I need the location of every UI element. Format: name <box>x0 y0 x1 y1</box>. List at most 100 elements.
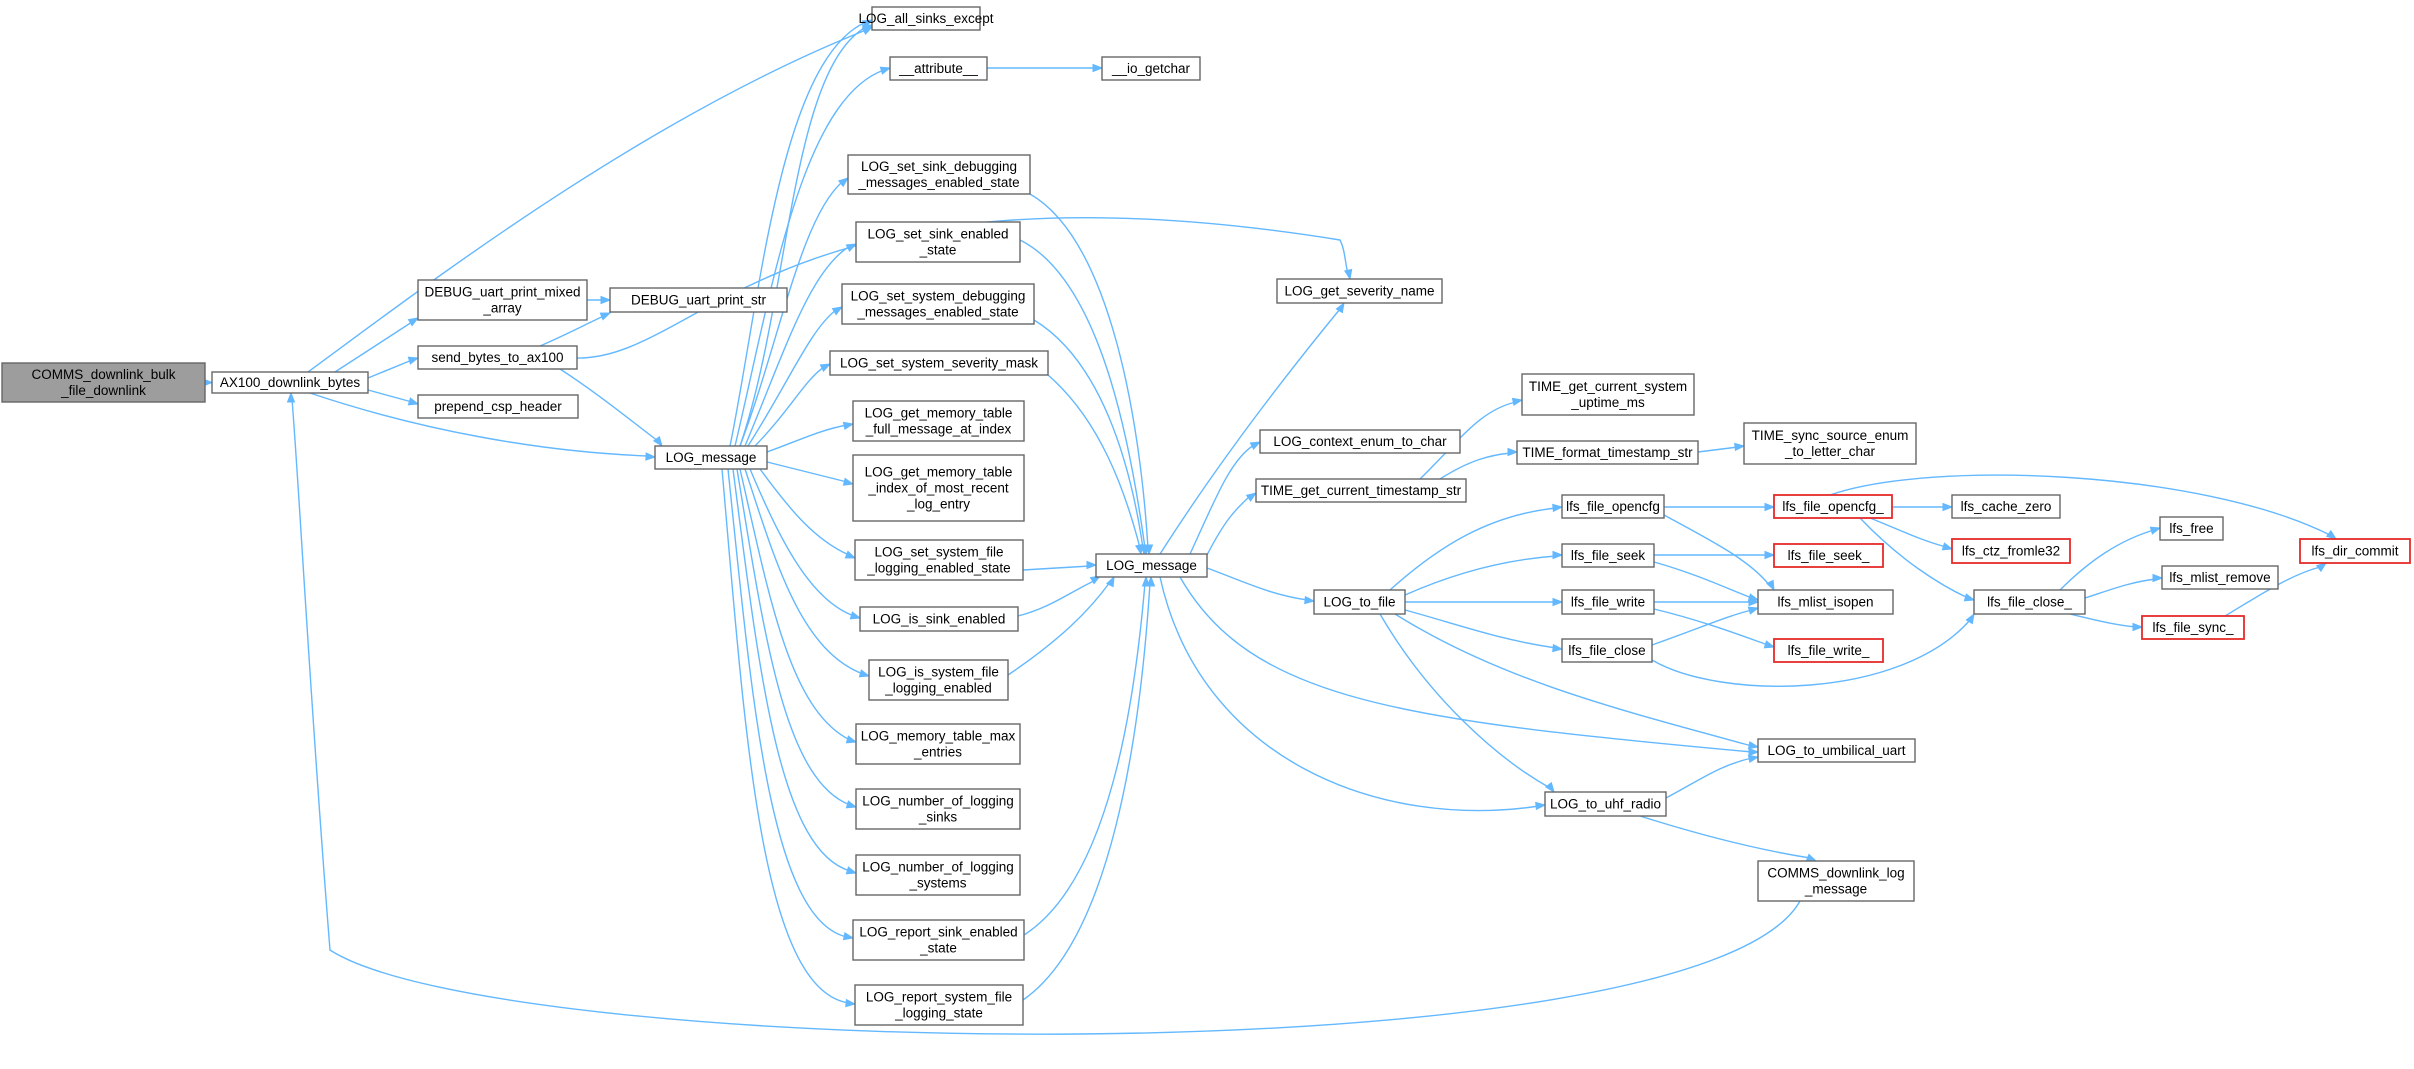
call-edge-to-comms-log-msg <box>1639 815 1818 862</box>
arrowhead <box>1747 606 1760 615</box>
arrowhead <box>599 312 612 321</box>
node-lfs-close-[interactable]: lfs_file_close_ <box>1973 589 2086 615</box>
call-edge-line <box>1179 576 1753 753</box>
node-label: _array <box>482 301 522 316</box>
arrowhead <box>1552 550 1564 560</box>
node-label: TIME_get_current_system <box>1529 379 1687 394</box>
node-box <box>855 788 1021 830</box>
call-edge-line <box>1022 565 1091 571</box>
node-io-getchar[interactable]: __io_getchar <box>1101 56 1201 81</box>
arrowhead <box>1146 575 1156 587</box>
node-lfs-seek[interactable]: lfs_file_seek <box>1561 543 1655 568</box>
node-box <box>2161 565 2279 590</box>
node-lfs-free[interactable]: lfs_free <box>2159 516 2224 541</box>
call-edge-line <box>721 468 850 1004</box>
node-report-sink[interactable]: LOG_report_sink_enabled_state <box>852 919 1025 961</box>
node-mem-max[interactable]: LOG_memory_table_max_entries <box>855 723 1021 765</box>
call-edge-to-time-sync <box>1697 442 1746 453</box>
node-lfs-close[interactable]: lfs_file_close <box>1561 638 1653 663</box>
node-comms-bulk[interactable]: COMMS_downlink_bulk_file_downlink <box>1 362 206 403</box>
node-box <box>852 919 1025 961</box>
call-edge-line <box>309 392 650 457</box>
node-set-sys-sev[interactable]: LOG_set_system_severity_mask <box>829 350 1049 376</box>
node-set-sys-debug[interactable]: LOG_set_system_debugging_messages_enable… <box>841 283 1035 325</box>
node-lfs-cache-zero[interactable]: lfs_cache_zero <box>1951 494 2061 519</box>
arrowhead <box>1105 575 1115 588</box>
node-lfs-dir-commit[interactable]: lfs_dir_commit <box>2299 538 2411 564</box>
node-is-sys-file[interactable]: LOG_is_system_file_logging_enabled <box>868 659 1009 701</box>
node-label: lfs_mlist_isopen <box>1777 595 1873 610</box>
arrowhead <box>1963 593 1976 602</box>
call-edge-line <box>2084 578 2157 599</box>
arrowhead <box>407 317 420 327</box>
node-set-sink-debug[interactable]: LOG_set_sink_debugging_messages_enabled_… <box>847 154 1031 195</box>
node-log-all-sinks[interactable]: LOG_all_sinks_except <box>858 6 994 31</box>
node-ctx-enum[interactable]: LOG_context_enum_to_char <box>1259 429 1461 454</box>
arrowhead <box>1764 502 1776 512</box>
node-box <box>1259 429 1461 454</box>
node-is-sink-en[interactable]: LOG_is_sink_enabled <box>859 606 1019 632</box>
call-edge-to-log-message-a <box>559 368 663 448</box>
arrowhead <box>1304 595 1316 605</box>
call-edge-line <box>1639 815 1811 859</box>
node-label: AX100_downlink_bytes <box>220 375 361 390</box>
node-num-sinks[interactable]: LOG_number_of_logging_sinks <box>855 788 1021 830</box>
node-log-message-b[interactable]: LOG_message <box>1095 553 1208 578</box>
node-time-sync[interactable]: TIME_sync_source_enum_to_letter_char <box>1743 422 1917 465</box>
node-lfs-sync-[interactable]: lfs_file_sync_ <box>2141 615 2245 640</box>
node-label: TIME_get_current_timestamp_str <box>1261 483 1462 498</box>
node-label: lfs_file_close <box>1568 643 1645 658</box>
arrowhead <box>2325 529 2338 540</box>
node-label: lfs_file_write <box>1571 595 1645 610</box>
call-edge-line <box>1047 374 1141 549</box>
node-send-bytes[interactable]: send_bytes_to_ax100 <box>417 345 578 370</box>
node-lfs-opencfg-[interactable]: lfs_file_opencfg_ <box>1773 494 1893 519</box>
call-edge-to-lfs-write- <box>1653 608 1776 649</box>
node-time-fmt[interactable]: TIME_format_timestamp_str <box>1516 440 1699 465</box>
node-lfs-mlist-remove[interactable]: lfs_mlist_remove <box>2161 565 2279 590</box>
node-get-mem-full[interactable]: LOG_get_memory_table_full_message_at_ind… <box>852 400 1025 442</box>
node-time-ts-str[interactable]: TIME_get_current_timestamp_str <box>1255 478 1467 503</box>
node-time-uptime[interactable]: TIME_get_current_system_uptime_ms <box>1521 373 1695 416</box>
node-box <box>1773 638 1884 663</box>
call-edge-line <box>334 321 413 373</box>
node-lfs-seek-[interactable]: lfs_file_seek_ <box>1773 543 1884 568</box>
call-edge-line <box>367 359 413 379</box>
call-edge-to-lfs-seek <box>1404 550 1564 596</box>
node-lfs-mlist-isopen[interactable]: lfs_mlist_isopen <box>1757 589 1894 615</box>
node-set-sys-file[interactable]: LOG_set_system_file_logging_enabled_stat… <box>854 539 1024 581</box>
node-label: lfs_file_close_ <box>1987 595 2072 610</box>
node-prepend-csp[interactable]: prepend_csp_header <box>417 394 579 419</box>
node-report-sys[interactable]: LOG_report_system_file_logging_state <box>854 984 1024 1026</box>
node-label: COMMS_downlink_log <box>1767 866 1904 881</box>
node-log-uhf[interactable]: LOG_to_uhf_radio <box>1544 791 1667 817</box>
node-ax100[interactable]: AX100_downlink_bytes <box>211 371 369 394</box>
node-label: _state <box>919 243 957 258</box>
call-edge-to-log-message-a <box>309 392 657 461</box>
call-edge-line <box>1663 514 1771 587</box>
call-edge-to-prepend-csp <box>367 389 420 406</box>
node-lfs-opencfg[interactable]: lfs_file_opencfg <box>1561 494 1665 519</box>
node-label: LOG_to_uhf_radio <box>1550 797 1661 812</box>
node-debug-mixed[interactable]: DEBUG_uart_print_mixed_array <box>417 279 588 321</box>
node-debug-str[interactable]: DEBUG_uart_print_str <box>609 287 788 313</box>
call-edge-line <box>1439 452 1512 480</box>
node-lfs-write-[interactable]: lfs_file_write_ <box>1773 638 1884 663</box>
node-box <box>1561 543 1655 568</box>
node-log-umbilical[interactable]: LOG_to_umbilical_uart <box>1757 738 1916 763</box>
node-lfs-ctz[interactable]: lfs_ctz_fromle32 <box>1951 538 2071 564</box>
node-box <box>654 445 768 470</box>
call-edge-to-ax100 <box>286 391 1801 1035</box>
node-log-message-a[interactable]: LOG_message <box>654 445 768 470</box>
node-lfs-write[interactable]: lfs_file_write <box>1561 589 1655 615</box>
call-edge-to-is-sys-file <box>744 468 871 678</box>
node-log-to-file[interactable]: LOG_to_file <box>1313 589 1406 615</box>
node-set-sink-enabled[interactable]: LOG_set_sink_enabled_state <box>855 221 1021 263</box>
node-num-sys[interactable]: LOG_number_of_logging_systems <box>855 854 1021 896</box>
node-get-sev-name[interactable]: LOG_get_severity_name <box>1276 278 1443 304</box>
node-comms-log-msg[interactable]: COMMS_downlink_log_message <box>1757 860 1915 902</box>
node-attribute[interactable]: __attribute__ <box>889 56 988 81</box>
node-box <box>1561 638 1653 663</box>
node-get-mem-idx[interactable]: LOG_get_memory_table_index_of_most_recen… <box>852 454 1025 522</box>
call-edge-line <box>744 468 864 675</box>
